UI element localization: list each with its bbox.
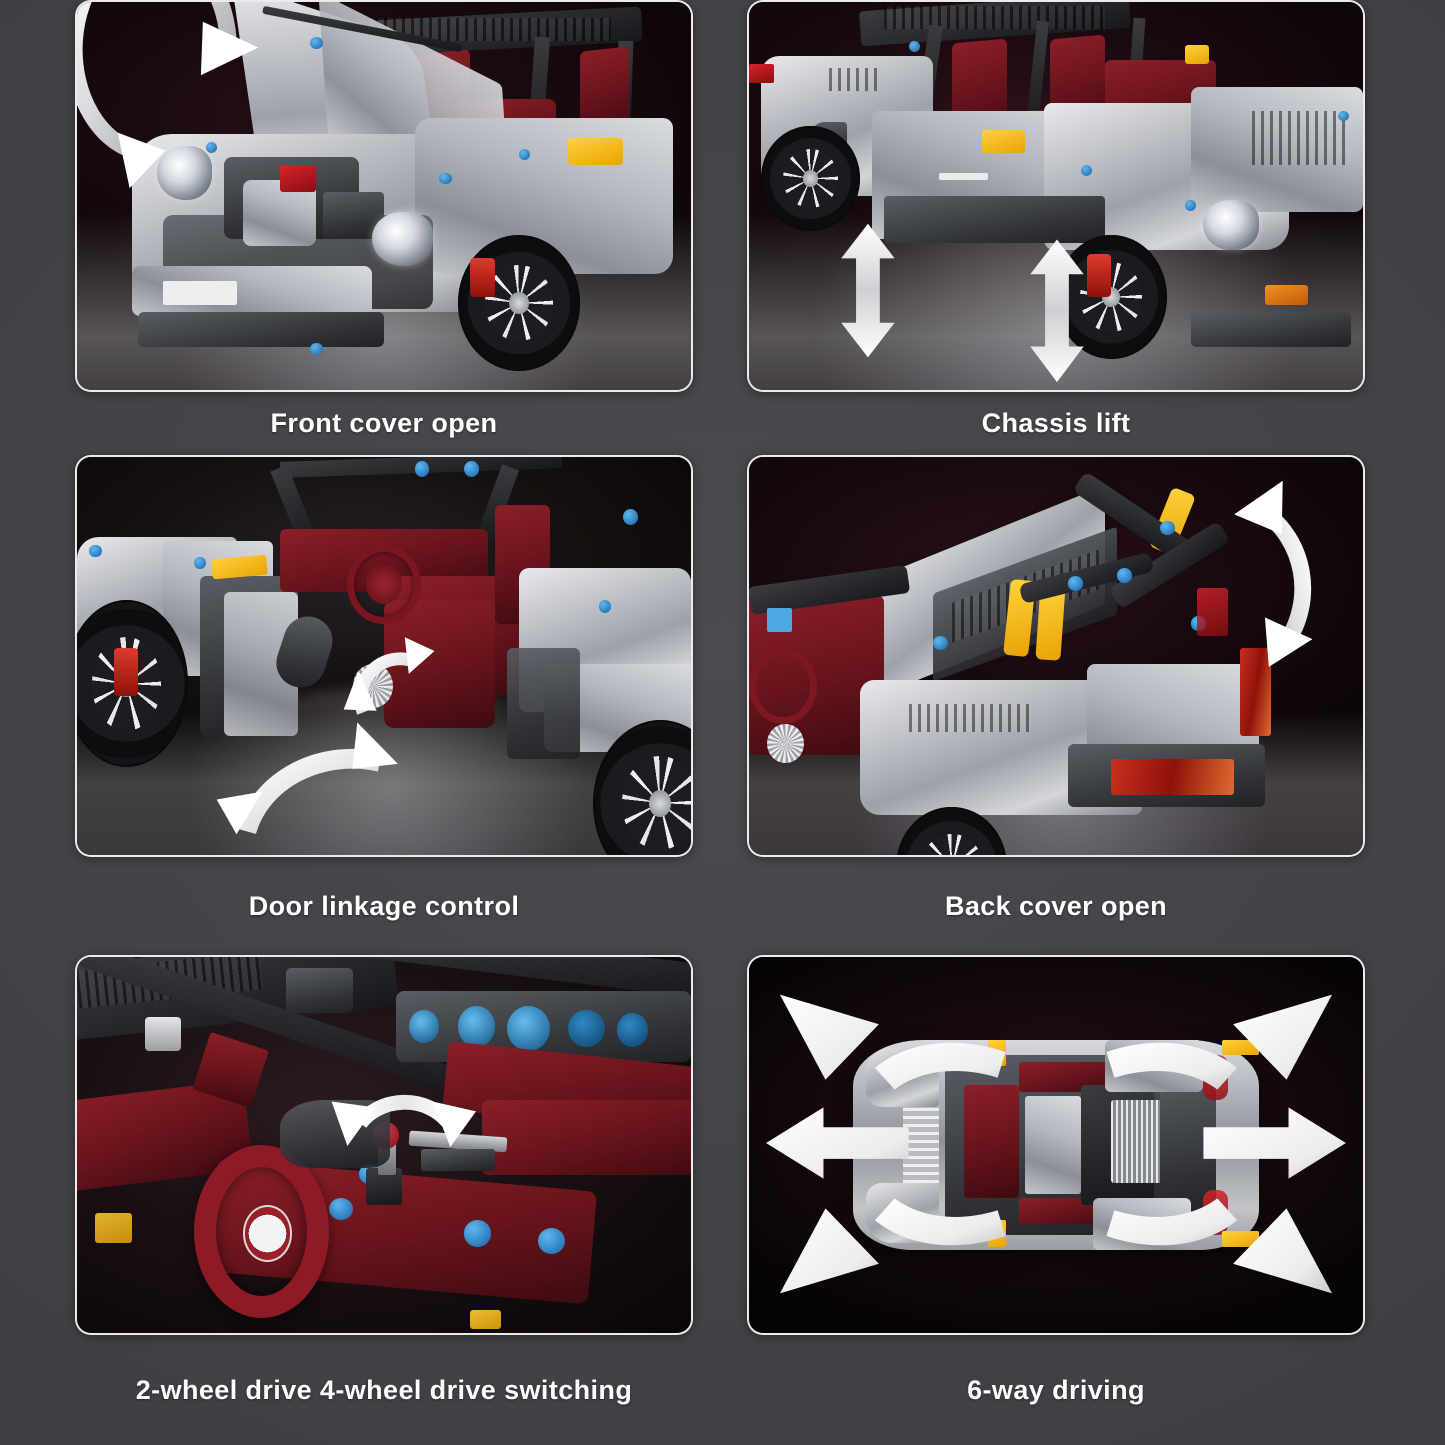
panel-drive-switching[interactable] (75, 955, 693, 1335)
feature-cell-six-way-driving: 6-way driving (747, 955, 1365, 1445)
panel-back-cover-open[interactable] (747, 455, 1365, 857)
caption-drive-switching: 2-wheel drive 4-wheel drive switching (135, 1374, 633, 1405)
caption-chassis-lift: Chassis lift (981, 408, 1131, 438)
feature-grid: Front cover open (75, 0, 1365, 1445)
panel-front-cover-open[interactable] (75, 0, 693, 392)
caption-door-linkage-control: Door linkage control (248, 890, 520, 921)
caption-front-cover-open: Front cover open (270, 408, 498, 438)
scene-front-cover-open (77, 2, 691, 390)
scene-chassis-lift (749, 2, 1363, 390)
scene-drive-switching (77, 957, 691, 1333)
scene-back-cover-open (749, 457, 1363, 855)
feature-cell-chassis-lift: Chassis lift (747, 0, 1365, 455)
caption-six-way-driving: 6-way driving (967, 1374, 1145, 1405)
feature-cell-drive-switching: 2-wheel drive 4-wheel drive switching (75, 955, 693, 1445)
feature-cell-front-cover-open: Front cover open (75, 0, 693, 455)
panel-six-way-driving[interactable] (747, 955, 1365, 1335)
feature-cell-door-linkage-control: Door linkage control (75, 455, 693, 955)
scene-door-linkage-control (77, 457, 691, 855)
panel-chassis-lift[interactable] (747, 0, 1365, 392)
caption-back-cover-open: Back cover open (944, 890, 1168, 921)
scene-six-way-driving (749, 957, 1363, 1333)
feature-cell-back-cover-open: Back cover open (747, 455, 1365, 955)
panel-door-linkage-control[interactable] (75, 455, 693, 857)
